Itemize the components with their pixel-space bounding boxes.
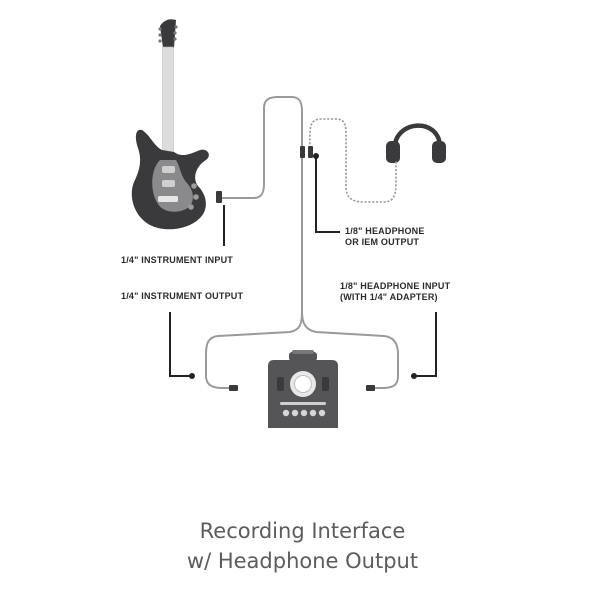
label-instrument-output: 1/4" INSTRUMENT OUTPUT bbox=[121, 291, 244, 301]
headphones-icon bbox=[386, 123, 446, 163]
leader-lines bbox=[169, 158, 437, 377]
headphone-cable bbox=[309, 118, 397, 203]
caption-line-1: Recording Interface bbox=[199, 519, 406, 543]
audio-interface-icon bbox=[268, 350, 338, 428]
caption-line-2: w/ Headphone Output bbox=[186, 549, 419, 573]
label-headphone-output: 1/8" HEADPHONE OR IEM OUTPUT bbox=[345, 226, 425, 247]
label-headphone-input: 1/8" HEADPHONE INPUT (WITH 1/4" ADAPTER) bbox=[340, 281, 451, 302]
label-instrument-input: 1/4" INSTRUMENT INPUT bbox=[121, 255, 233, 265]
instrument-cable bbox=[205, 96, 399, 389]
cable-plugs bbox=[216, 146, 375, 391]
diagram-caption: Recording Interface w/ Headphone Output bbox=[0, 516, 605, 576]
leader-dots bbox=[189, 153, 417, 379]
electric-guitar-icon bbox=[131, 19, 209, 230]
